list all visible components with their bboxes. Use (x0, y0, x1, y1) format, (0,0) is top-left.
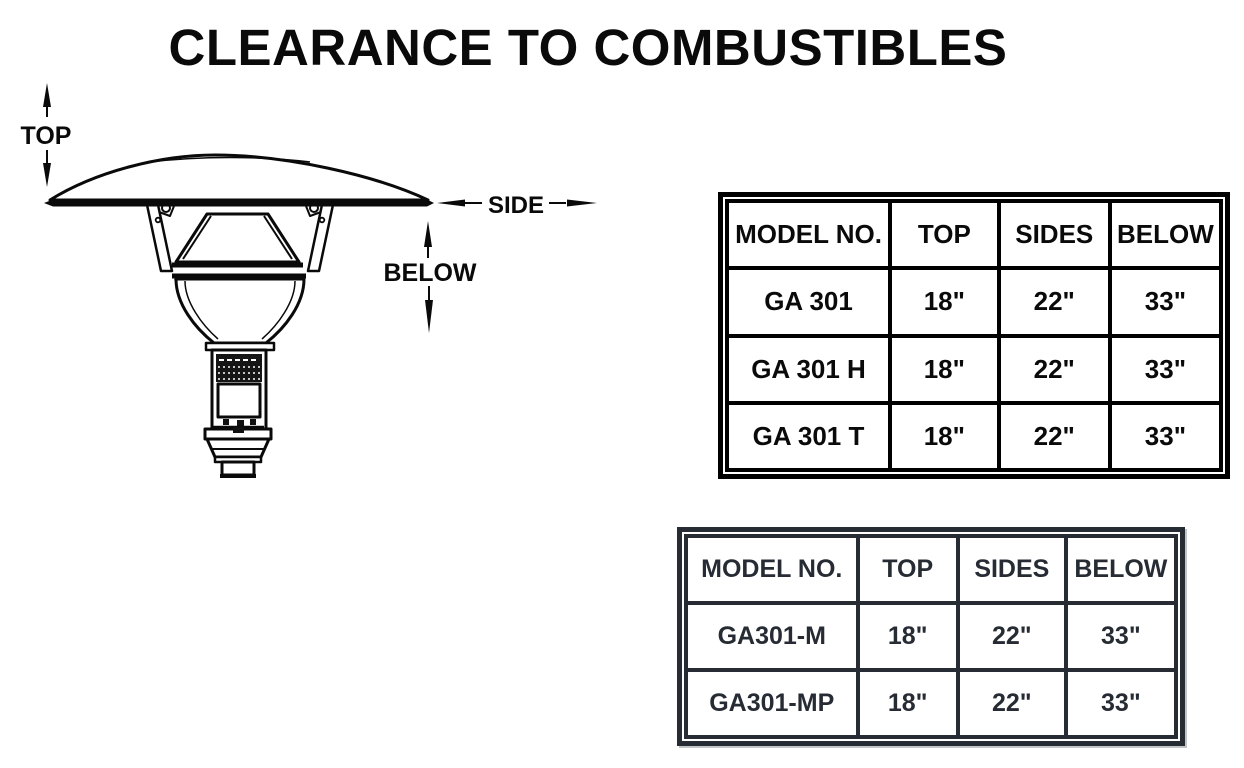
fixture-clearance-diagram: TOP SIDE BELOW (21, 83, 597, 478)
clearance-table-secondary: MODEL NO. TOP SIDES BELOW GA301-M 18" 22… (677, 527, 1185, 746)
column-header-sides: SIDES (996, 198, 1112, 271)
table-cell: 33" (1107, 266, 1224, 338)
model-cell: GA301-MP (684, 668, 860, 739)
column-header-below: BELOW (1107, 198, 1224, 271)
table-cell: 22" (996, 333, 1112, 405)
table-cell: 22" (996, 266, 1112, 338)
column-header-top: TOP (855, 534, 960, 605)
top-clearance-indicator (43, 83, 51, 187)
table-cell: 18" (888, 266, 1001, 338)
top-clearance-label: TOP (21, 122, 72, 150)
page-title: CLEARANCE TO COMBUSTIBLES (168, 19, 1008, 76)
arrow-down-icon (425, 300, 433, 333)
clearance-table-primary: MODEL NO. TOP SIDES BELOW GA 301 18" 22"… (718, 192, 1230, 479)
header-row: MODEL NO. TOP SIDES BELOW (724, 198, 1224, 271)
column-header-top: TOP (888, 198, 1001, 271)
table-cell: 33" (1107, 400, 1224, 473)
table-row: GA 301 18" 22" 33" (724, 266, 1224, 338)
below-clearance-label: BELOW (383, 259, 476, 287)
table-cell: 18" (888, 400, 1001, 473)
table-row: GA 301 T 18" 22" 33" (724, 400, 1224, 473)
table-cell: 33" (1107, 333, 1224, 405)
table-cell: 22" (996, 400, 1112, 473)
table-row: GA 301 H 18" 22" 33" (724, 333, 1224, 405)
table-cell: 33" (1063, 668, 1179, 739)
model-cell: GA301-M (684, 601, 860, 672)
arrow-up-icon (424, 221, 432, 247)
lamp-stem (203, 341, 276, 478)
column-header-sides: SIDES (955, 534, 1068, 605)
table-cell: 22" (955, 601, 1068, 672)
mounting-brackets (144, 198, 336, 273)
table-cell: 18" (855, 601, 960, 672)
model-cell: GA 301 H (724, 333, 893, 405)
arrow-right-icon (567, 199, 597, 207)
table-row: GA301-MP 18" 22" 33" (684, 668, 1179, 739)
clearance-annotations: TOP SIDE BELOW (21, 83, 597, 333)
lamp-bowl (174, 277, 306, 345)
below-clearance-indicator (424, 221, 433, 333)
side-clearance-indicator (437, 199, 597, 207)
arrow-left-icon (437, 199, 465, 207)
dome-canopy (44, 153, 434, 207)
table-cell: 33" (1063, 601, 1179, 672)
column-header-model: MODEL NO. (684, 534, 860, 605)
side-clearance-label: SIDE (488, 192, 544, 219)
gas-lamp-drawing (44, 153, 434, 478)
arrow-up-icon (43, 83, 51, 107)
column-header-model: MODEL NO. (724, 198, 893, 271)
header-row: MODEL NO. TOP SIDES BELOW (684, 534, 1179, 605)
table-cell: 18" (888, 333, 1001, 405)
table-cell: 22" (955, 668, 1068, 739)
column-header-below: BELOW (1063, 534, 1179, 605)
table-row: GA301-M 18" 22" 33" (684, 601, 1179, 672)
model-cell: GA 301 T (724, 400, 893, 473)
model-cell: GA 301 (724, 266, 893, 338)
brim-bar (44, 199, 434, 207)
burner-shade (172, 212, 306, 285)
arrow-down-icon (43, 163, 51, 187)
table-cell: 18" (855, 668, 960, 739)
